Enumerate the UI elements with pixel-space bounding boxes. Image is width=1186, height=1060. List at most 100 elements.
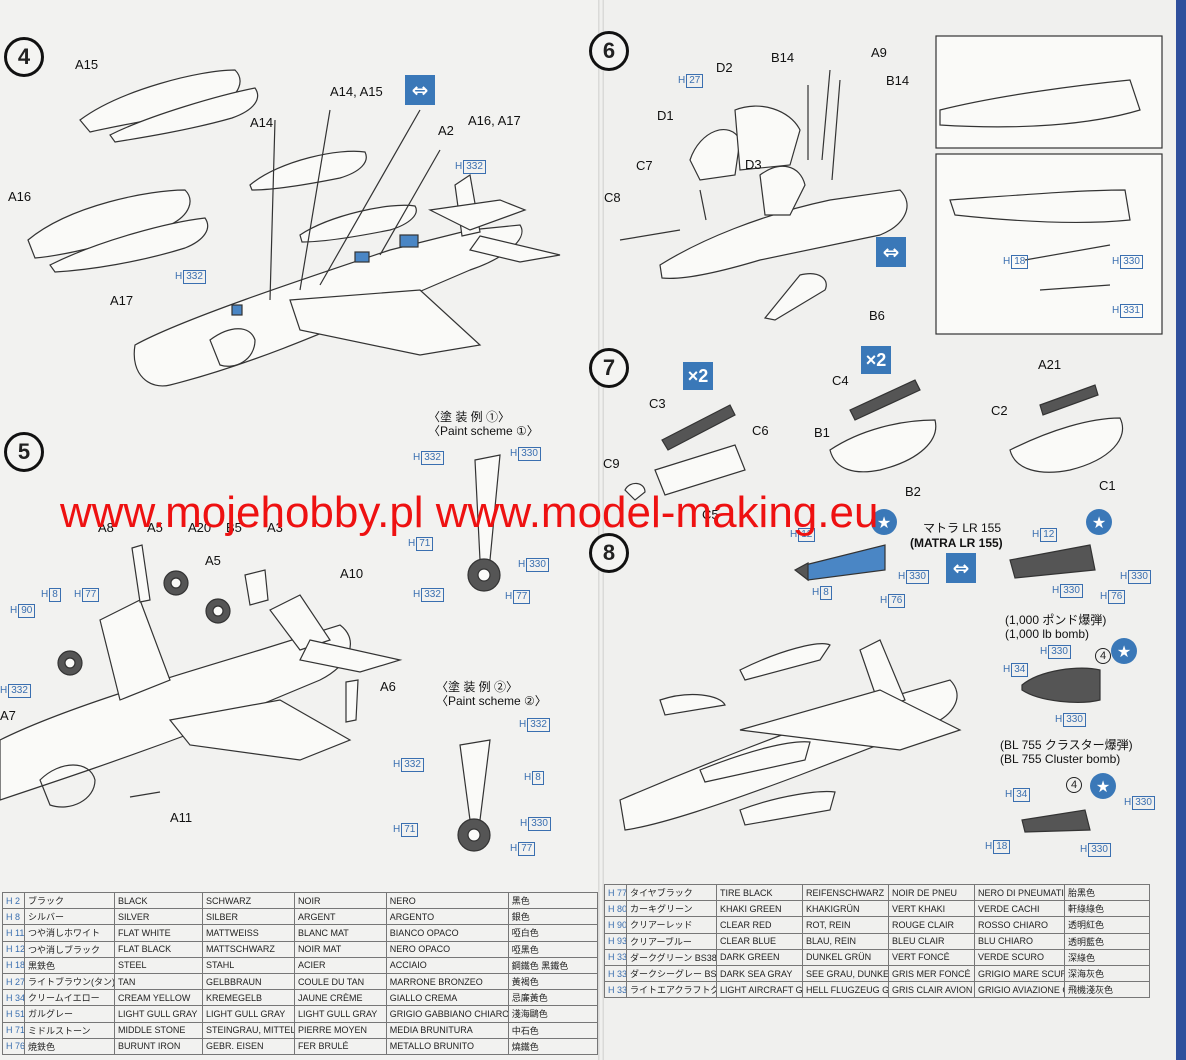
both-sides-icon: ⇔ bbox=[946, 553, 976, 583]
color-cell-de: STAHL bbox=[201, 956, 295, 974]
color-cell-code: H 71 bbox=[2, 1021, 25, 1039]
color-cell-it: MARRONE BRONZEO bbox=[385, 972, 509, 991]
marking-number: 4 bbox=[1066, 777, 1082, 793]
color-cell-en: SILVER bbox=[114, 908, 203, 926]
color-cell-cn: 透明紅色 bbox=[1064, 916, 1150, 934]
color-cell-code: H 2 bbox=[2, 891, 25, 910]
part-label: C1 bbox=[1099, 478, 1116, 493]
color-cell-de: BLAU, REIN bbox=[802, 932, 889, 950]
part-label: A15 bbox=[75, 57, 99, 72]
color-cell-cn: 中石色 bbox=[507, 1021, 599, 1039]
color-cell-de: GELBBRAUN bbox=[201, 972, 295, 991]
part-label: A14 bbox=[250, 115, 274, 130]
color-cell-it: NERO DI PNEUMATICO bbox=[974, 883, 1065, 902]
part-label: A17 bbox=[110, 293, 134, 308]
color-cell-fr: GRIS MER FONCÉ bbox=[888, 964, 975, 983]
part-label: A11 bbox=[170, 810, 193, 825]
color-cell-en: CLEAR BLUE bbox=[716, 932, 803, 950]
part-label: A14, A15 bbox=[330, 84, 383, 99]
page-fold bbox=[598, 0, 604, 1060]
color-cell-jp: クリアーブルー bbox=[626, 932, 717, 950]
color-cell-de: HELL FLUGZEUG GRAU bbox=[802, 981, 889, 999]
color-cell-code: H 77 bbox=[604, 883, 627, 902]
color-cell-de: DUNKEL GRÜN bbox=[802, 948, 889, 966]
color-cell-cn: 燒鐵色 bbox=[507, 1037, 599, 1055]
color-cell-en: MIDDLE STONE bbox=[114, 1021, 203, 1039]
part-label: D1 bbox=[657, 108, 674, 123]
color-cell-code: H 8 bbox=[2, 908, 25, 926]
color-row: H 332ライトエアクラフトグレー BS381C 627LIGHT AIRCRA… bbox=[604, 981, 1150, 999]
part-label: A7 bbox=[0, 708, 16, 723]
color-cell-jp: ブラック bbox=[24, 891, 115, 910]
star-insignia-icon: ★ bbox=[1090, 773, 1116, 799]
part-label: A6 bbox=[380, 679, 396, 694]
color-cell-cn: 銀色 bbox=[507, 908, 599, 926]
part-label: C3 bbox=[649, 396, 666, 411]
color-cell-en: LIGHT AIRCRAFT GRAY bbox=[716, 981, 803, 999]
color-cell-jp: ミドルストーン bbox=[24, 1021, 115, 1039]
color-cell-en: LIGHT GULL GRAY bbox=[114, 1005, 203, 1023]
paint-scheme-1-en: 〈Paint scheme ①〉 bbox=[428, 424, 539, 438]
part-label: C2 bbox=[991, 403, 1008, 418]
color-cell-en: FLAT WHITE bbox=[114, 924, 203, 942]
color-cell-fr: VERT KHAKI bbox=[888, 900, 975, 918]
color-cell-fr: NOIR DE PNEU bbox=[888, 883, 975, 902]
color-cell-it: BIANCO OPACO bbox=[385, 924, 509, 942]
bomb-label-jp: (1,000 ポンド爆弾) bbox=[1005, 613, 1107, 627]
both-sides-icon: ⇔ bbox=[405, 75, 435, 105]
color-cell-en: FLAT BLACK bbox=[114, 940, 203, 958]
color-cell-jp: ライトブラウン(タン) bbox=[24, 972, 115, 991]
part-label: B6 bbox=[869, 308, 885, 323]
part-label: A16 bbox=[8, 189, 32, 204]
color-cell-cn: 鋼鐵色 黑鐵色 bbox=[507, 956, 599, 974]
color-cell-de: ROT, REIN bbox=[802, 916, 889, 934]
star-insignia-icon: ★ bbox=[871, 509, 897, 535]
color-cell-it: ACCIAIO bbox=[385, 956, 509, 974]
matra-label-jp: マトラ LR 155 bbox=[923, 521, 1002, 535]
color-cell-it: ARGENTO bbox=[385, 908, 509, 926]
color-cell-cn: 啞黑色 bbox=[507, 940, 599, 958]
blue-page-edge bbox=[1176, 0, 1186, 1060]
color-cell-it: GRIGIO MARE SCURO bbox=[974, 964, 1065, 983]
color-cell-jp: カーキグリーン bbox=[626, 900, 717, 918]
color-cell-cn: 軒綠綠色 bbox=[1064, 900, 1150, 918]
color-cell-de: KHAKIGRÜN bbox=[802, 900, 889, 918]
color-cell-it: GRIGIO AVIAZIONE CHIARO bbox=[974, 981, 1065, 999]
color-cell-en: TIRE BLACK bbox=[716, 883, 803, 902]
color-cell-fr: LIGHT GULL GRAY bbox=[293, 1005, 387, 1023]
color-cell-code: H 76 bbox=[2, 1037, 25, 1055]
color-cell-de: LIGHT GULL GRAY bbox=[201, 1005, 295, 1023]
color-cell-en: DARK SEA GRAY bbox=[716, 964, 803, 983]
color-cell-de: SILBER bbox=[201, 908, 295, 926]
color-cell-cn: 淺海鷗色 bbox=[507, 1005, 599, 1023]
part-label: A3 bbox=[267, 520, 283, 535]
color-cell-it: ROSSO CHIARO bbox=[974, 916, 1065, 934]
color-cell-it: NERO bbox=[385, 891, 509, 910]
color-cell-jp: クリアーレッド bbox=[626, 916, 717, 934]
part-label: A2 bbox=[438, 123, 454, 138]
part-label: A10 bbox=[340, 566, 364, 581]
color-cell-de: GEBR. EISEN bbox=[201, 1037, 295, 1055]
color-cell-de: KREMEGELB bbox=[201, 989, 295, 1007]
color-cell-code: H 51 bbox=[2, 1005, 25, 1023]
color-cell-jp: ダークシーグレー BS381C 638 bbox=[626, 964, 717, 983]
part-label: A5 bbox=[205, 553, 221, 568]
paint-scheme-2-jp: 〈塗 装 例 ②〉 bbox=[436, 680, 519, 694]
color-cell-cn: 深綠色 bbox=[1064, 948, 1150, 966]
